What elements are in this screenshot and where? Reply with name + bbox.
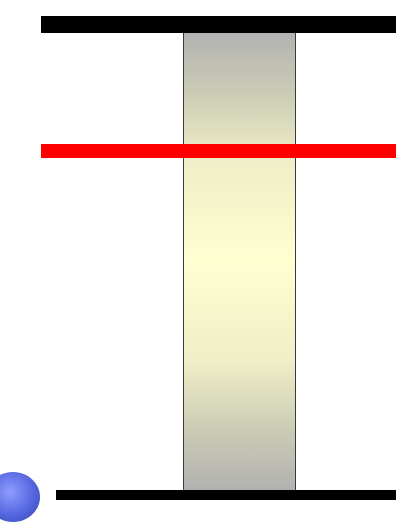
blue-sphere-icon (0, 472, 40, 522)
bottom-black-bar (56, 490, 396, 500)
gradient-column (183, 33, 296, 490)
red-horizontal-line (41, 144, 396, 158)
top-black-bar (41, 16, 396, 33)
